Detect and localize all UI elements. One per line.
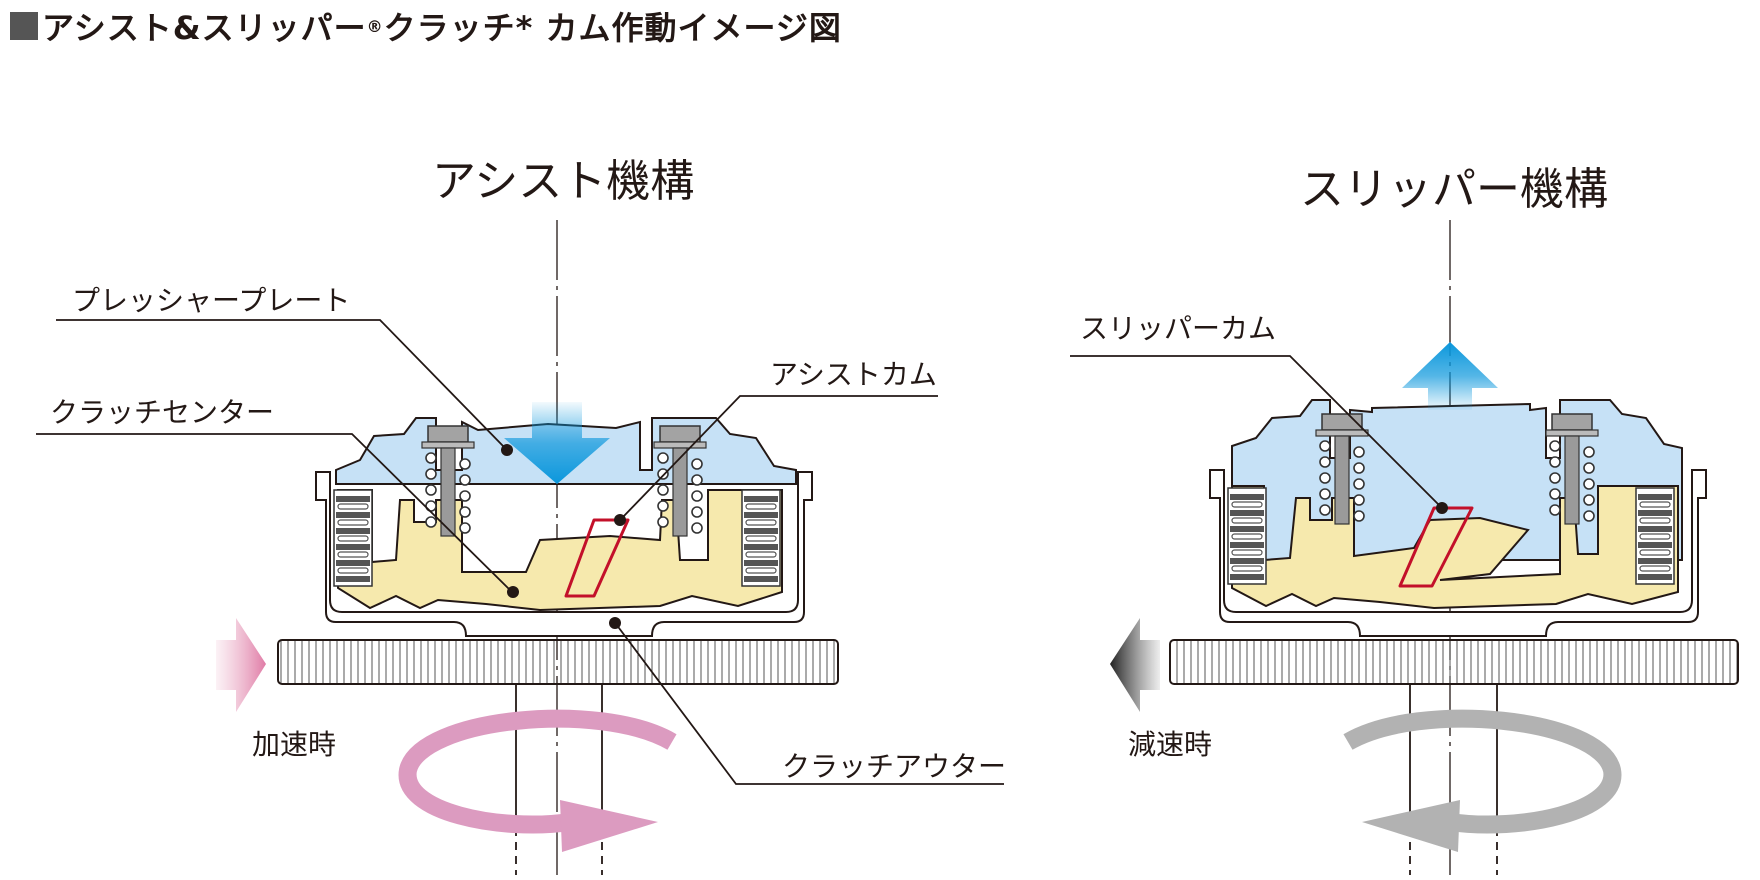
assist-friction-plates-right [741,489,781,587]
assist-mechanism: アシスト機構 プレッシャープレート クラッチセンター アシストカム クラッチアウ… [36,156,1006,875]
slipper-leader-lines [1070,355,1441,507]
label-clutch-outer: クラッチアウター [782,750,1006,783]
label-accel-state: 加速時 [252,728,336,761]
slipper-friction-plates-right [1635,487,1675,585]
label-decel-state: 減速時 [1128,728,1212,761]
page-title: アシスト&スリッパー®クラッチ* カム作動イメージ図 [10,6,842,47]
assist-clutch-outer [315,471,813,637]
slipper-mechanism: スリッパー機構 スリッパーカム 減速時 [1070,164,1739,875]
slipper-leader-dots [1436,502,1448,514]
label-assist-cam: アシストカム [770,358,937,391]
slipper-clutch-outer [1209,469,1707,637]
slipper-friction-plates-left [1227,487,1267,585]
assist-friction-plates-left [333,489,373,587]
decel-rotation-arrow-icon [1343,709,1622,852]
assist-clutch-center [337,489,783,612]
slipper-heading: スリッパー機構 [1300,164,1608,215]
label-slipper-cam: スリッパーカム [1080,312,1276,345]
assist-push-arrow-icon [504,402,610,484]
slipper-lift-arrow-icon [1402,342,1498,410]
page-title-text-2: クラッチ* カム作動イメージ図 [383,9,842,47]
title-square-icon [10,12,38,40]
label-pressure-plate: プレッシャープレート [72,284,350,317]
registered-mark: ® [366,16,384,36]
slipper-cam-outline [1398,506,1474,588]
page-title-text-1: アシスト&スリッパー [42,9,367,47]
slipper-gear [1169,639,1739,685]
accel-rotation-arrow-icon [398,709,677,852]
assist-leader-dots [501,444,626,629]
assist-leader-lines [36,319,1004,785]
assist-gear [277,639,839,685]
label-clutch-center: クラッチセンター [50,396,274,429]
decel-direction-arrow-icon [1110,618,1160,712]
accel-direction-arrow-icon [216,618,266,712]
assist-heading: アシスト機構 [432,156,694,207]
